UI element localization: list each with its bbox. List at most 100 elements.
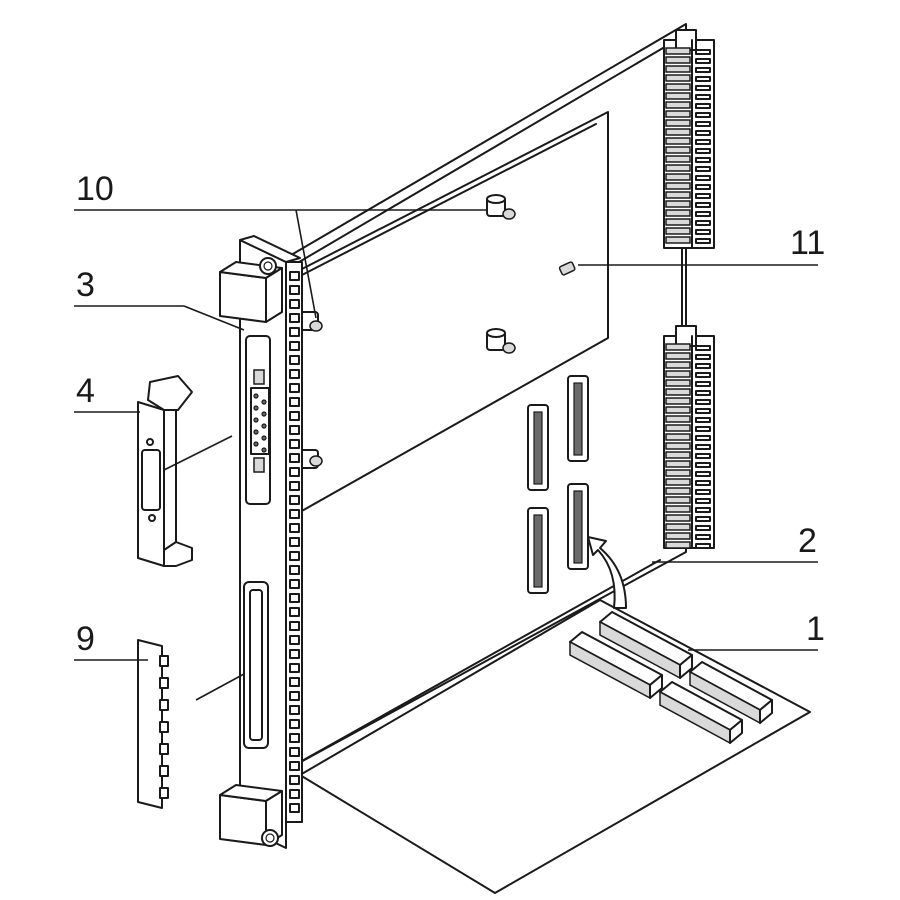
rail-tooth [289,747,300,757]
rail-tooth [289,761,300,771]
socket-d [567,483,589,570]
connector-tooth [665,415,691,423]
front-panel [219,235,303,849]
rail-tooth [289,509,300,519]
connector-pin [695,498,711,504]
connector-pin [695,363,711,369]
connector-tooth [665,164,691,172]
connector-pin [695,76,711,82]
rail-tooth [289,327,300,337]
connector-pin [695,543,711,549]
connector-tooth [665,209,691,217]
connector-pin [695,238,711,244]
connector-tooth [665,352,691,360]
gasket-tab [159,743,169,755]
upper-handle [219,257,283,323]
dsub-pin [253,417,259,423]
rail-tooth [289,313,300,323]
rail-tooth [289,733,300,743]
rail-tooth [289,341,300,351]
rail-tooth [289,425,300,435]
carrier-connector-1 [599,611,693,680]
connector-pin [695,381,711,387]
connector-pin [695,462,711,468]
connector-tooth [665,128,691,136]
connector-pin [695,534,711,540]
rail-tooth [289,691,300,701]
connector-tooth [665,74,691,82]
rail-tooth [289,495,300,505]
connector-tooth [665,227,691,235]
rail-tooth [289,467,300,477]
gasket-tab [159,787,169,799]
leader-3-b [183,305,245,331]
callout-4: 4 [76,372,95,410]
connector-tooth [665,379,691,387]
leader-4-b [163,435,233,471]
gasket-tab [159,655,169,667]
rail-tooth [289,579,300,589]
rail-tooth [289,663,300,673]
connector-tooth [665,47,691,55]
connector-pin [695,193,711,199]
gasket-clip [137,639,169,809]
connector-tooth [665,110,691,118]
standoff-1 [486,194,516,220]
carrier-board [299,599,811,894]
filler-bracket [137,375,193,567]
callout-10: 10 [76,170,114,208]
connector-pin [695,489,711,495]
gasket-tab [159,721,169,733]
connector-pin [695,184,711,190]
connector-pin [695,148,711,154]
connector-tooth [665,119,691,127]
connector-tooth [665,478,691,486]
connector-tooth [665,442,691,450]
rail-tooth [289,593,300,603]
rail-tooth [289,285,300,295]
callout-1: 1 [806,610,825,648]
connector-pin [695,507,711,513]
gasket-tab [159,765,169,777]
rail-tooth [289,775,300,785]
connector-pin [695,435,711,441]
dsub-pin [261,399,267,405]
carrier-connector-2 [569,631,663,700]
connector-pin [695,444,711,450]
connector-tooth [665,361,691,369]
connector-tooth [665,236,691,244]
connector-pin [695,139,711,145]
callout-3: 3 [76,266,95,304]
connector-pin [695,229,711,235]
callout-11: 11 [790,224,825,262]
leader-10-b [295,209,317,319]
lower-handle [219,784,283,847]
standoff-4 [299,449,323,469]
connector-pin [695,345,711,351]
connector-tooth [665,343,691,351]
io-cutout-upper [245,335,271,505]
socket-c [527,507,549,594]
backplane-connector-upper [663,29,715,249]
dsub-pin [261,447,267,453]
connector-pin [695,399,711,405]
connector-tooth [665,406,691,414]
connector-tooth [665,514,691,522]
rail-tooth [289,299,300,309]
rail-tooth [289,607,300,617]
io-cutout-lower [243,581,269,749]
mezzanine-sockets [527,375,589,594]
rail-tooth [289,551,300,561]
connector-tooth [665,541,691,549]
dsub-pin [253,441,259,447]
connector-tooth [665,469,691,477]
callout-2: 2 [798,522,817,560]
connector-tooth [665,146,691,154]
connector-pin [695,453,711,459]
gasket-tab [159,677,169,689]
connector-tooth [665,532,691,540]
connector-tooth [665,155,691,163]
connector-tooth [665,191,691,199]
rail-tooth [289,355,300,365]
